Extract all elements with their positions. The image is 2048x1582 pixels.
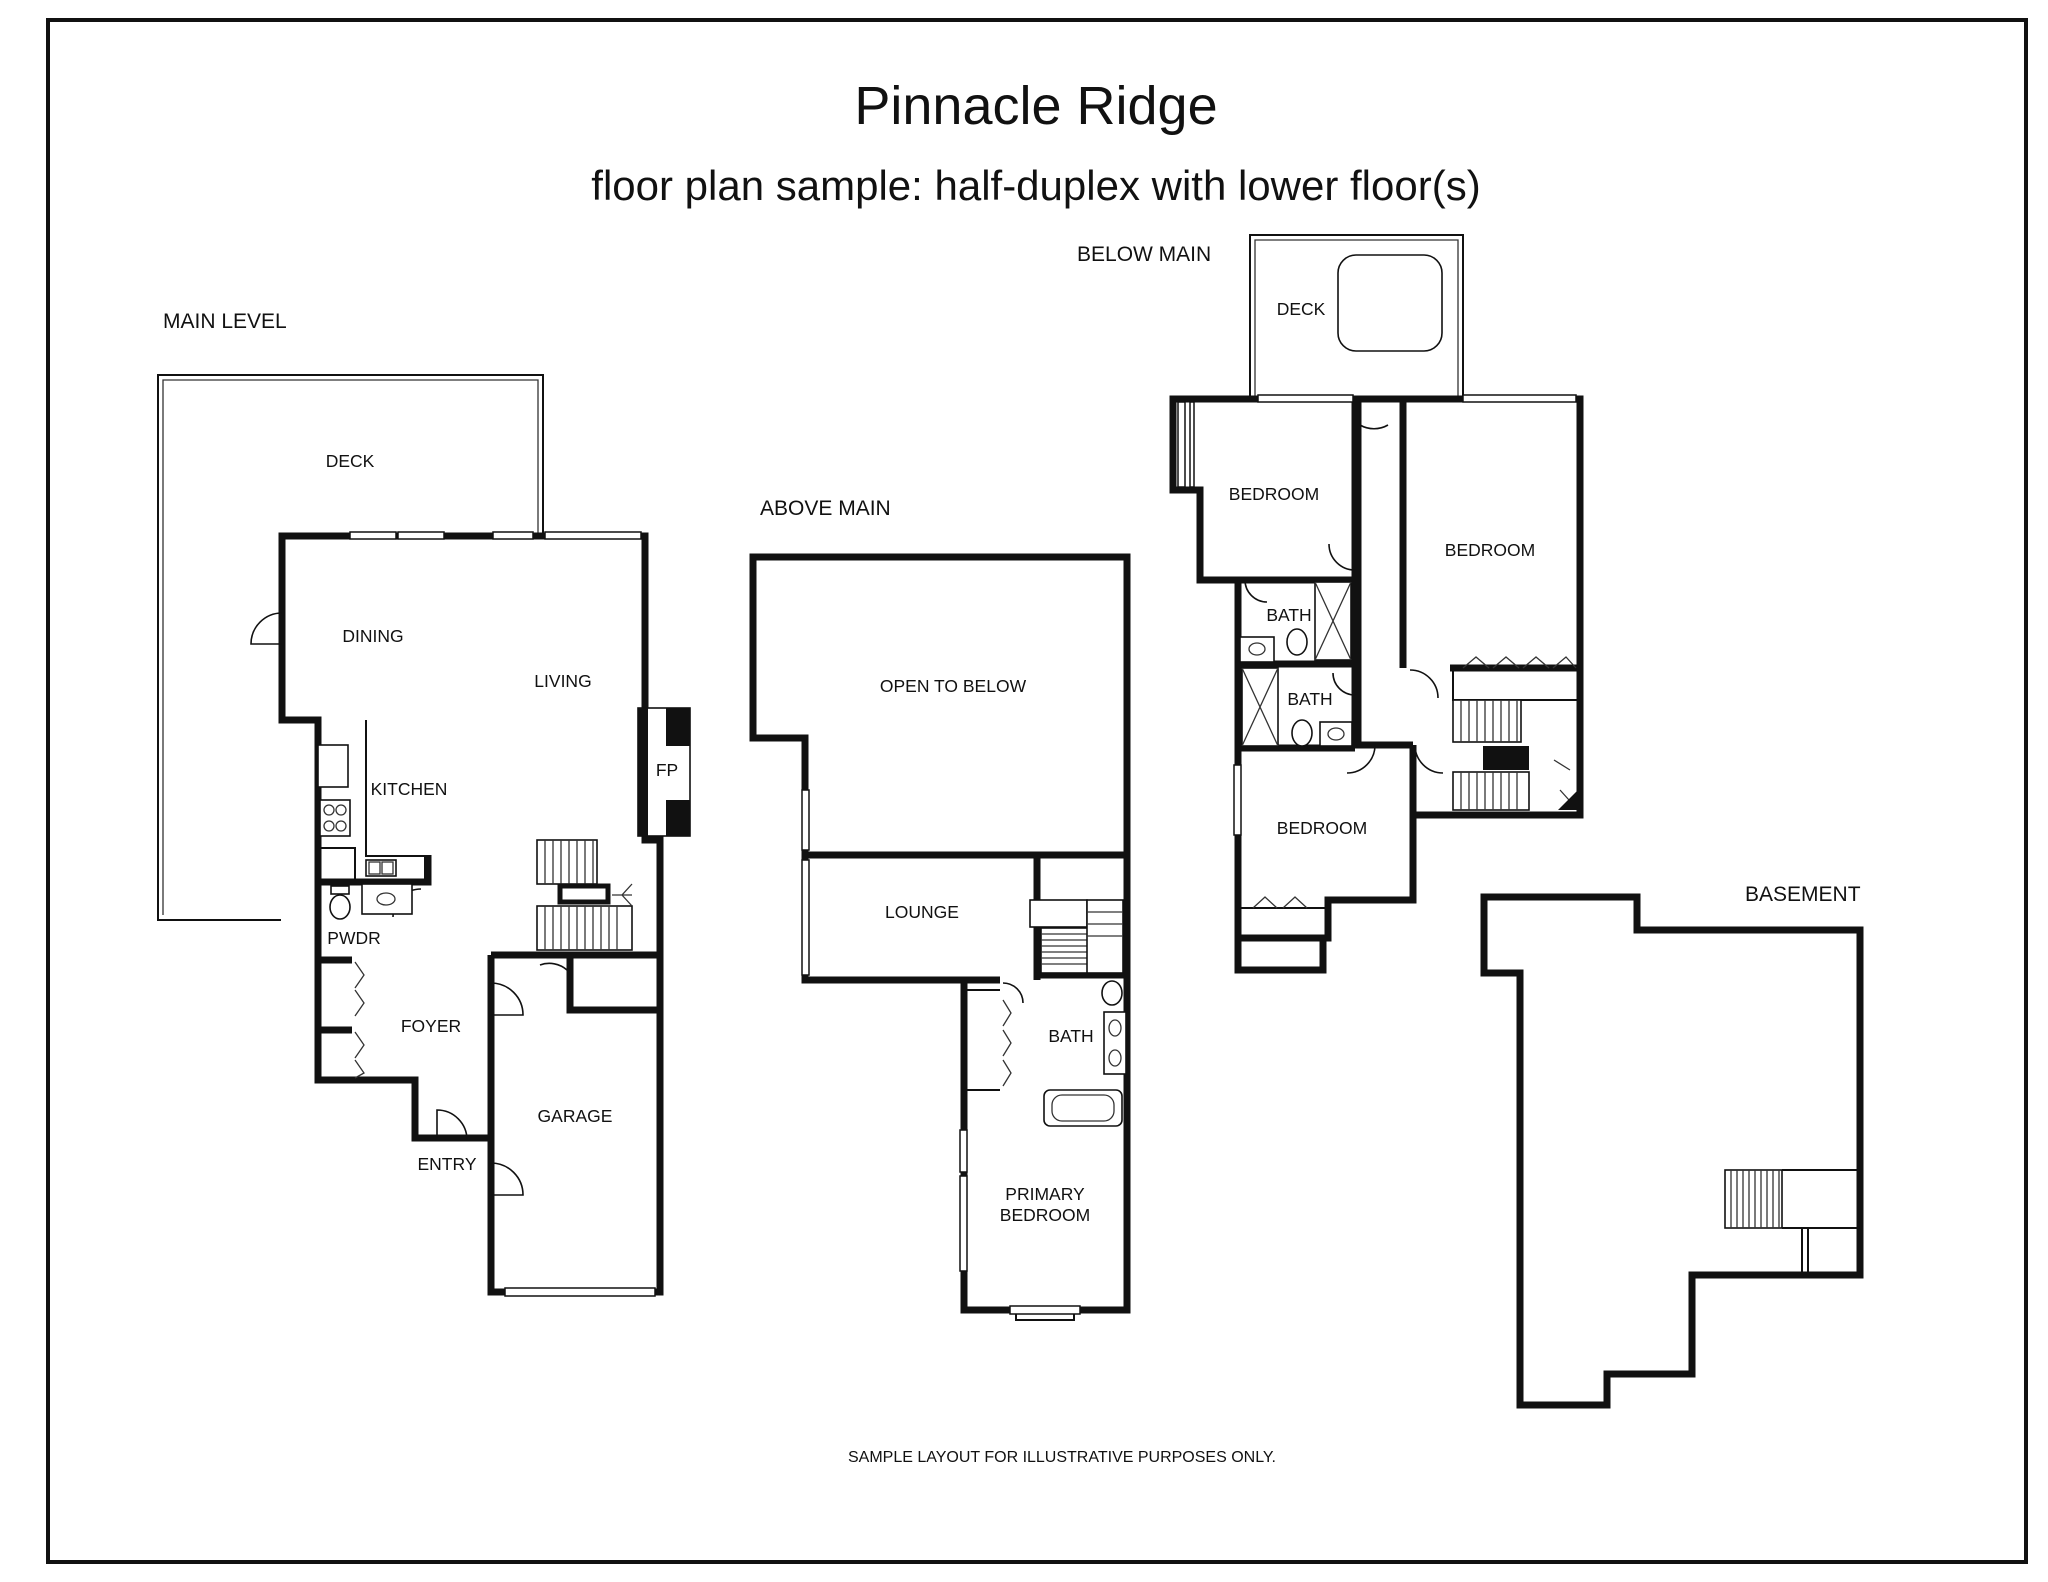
lower-bath-vanity [1319, 721, 1353, 747]
main-deck-label: DECK [326, 451, 375, 471]
below-main-label: BELOW MAIN [1077, 243, 1211, 266]
basement-exterior-wall [1480, 893, 1864, 1409]
main-level-plan: MAIN LEVEL DECK FP [157, 310, 691, 1297]
powder-vanity [361, 883, 413, 915]
below-stairs [1452, 699, 1580, 811]
below-deck-label: DECK [1277, 299, 1326, 319]
main-deck-outline [157, 374, 544, 921]
primary-toilet [1101, 980, 1123, 1006]
foyer-label: FOYER [401, 1016, 461, 1036]
range [319, 799, 351, 837]
main-dining-door [250, 612, 283, 645]
plan-subtitle: floor plan sample: half-duplex with lowe… [591, 162, 1480, 209]
above-bath-label: BATH [1048, 1026, 1093, 1046]
refrigerator [317, 744, 349, 788]
main-garage-door-2 [490, 1162, 524, 1196]
dining-label: DINING [342, 626, 403, 646]
below-bath-upper-label: BATH [1266, 605, 1311, 625]
primary-bedroom-label-2: BEDROOM [1000, 1205, 1090, 1225]
basement-label: BASEMENT [1745, 883, 1861, 906]
main-level-label: MAIN LEVEL [163, 310, 287, 333]
hot-tub [1337, 254, 1443, 352]
garage-label: GARAGE [538, 1106, 613, 1126]
disclaimer: SAMPLE LAYOUT FOR ILLUSTRATIVE PURPOSES … [848, 1449, 1276, 1466]
powder-toilet [329, 894, 351, 920]
kitchen-sink [365, 859, 397, 877]
primary-vanity [1103, 1011, 1127, 1075]
kitchen-counter [318, 720, 426, 881]
sheet-border [46, 18, 2028, 1564]
main-stairs [536, 839, 633, 951]
plan-title: Pinnacle Ridge [854, 76, 1217, 136]
above-main-label: ABOVE MAIN [760, 497, 891, 520]
upper-bath-vanity [1239, 636, 1275, 663]
main-entry-door [436, 1109, 468, 1141]
upper-bath-toilet [1286, 628, 1308, 656]
lower-bath-toilet [1291, 719, 1313, 747]
primary-bedroom-label-1: PRIMARY [1005, 1184, 1085, 1204]
lounge-label: LOUNGE [885, 902, 959, 922]
main-garage-door-1 [490, 982, 524, 1016]
main-closet-door [539, 962, 568, 971]
basement-plan: BASEMENT [1480, 883, 1864, 1409]
open-to-below-label: OPEN TO BELOW [880, 676, 1027, 696]
powder-label: PWDR [327, 928, 380, 948]
below-bath-lower-label: BATH [1287, 689, 1332, 709]
living-label: LIVING [534, 671, 591, 691]
below-bedroom-e-label: BEDROOM [1445, 540, 1535, 560]
kitchen-label: KITCHEN [371, 779, 448, 799]
fireplace-label: FP [656, 760, 678, 780]
above-stairs [1029, 899, 1124, 974]
below-bedroom-s-label: BEDROOM [1277, 818, 1367, 838]
basement-stairs [1724, 1169, 1858, 1275]
above-main-plan: ABOVE MAIN OPEN TO BELOW [749, 497, 1131, 1321]
below-deck-outline [1249, 234, 1464, 399]
below-bedroom-nw-label: BEDROOM [1229, 484, 1319, 504]
below-main-plan: BELOW MAIN DECK [1077, 234, 1584, 974]
entry-label: ENTRY [418, 1154, 477, 1174]
primary-tub [1043, 1089, 1123, 1127]
